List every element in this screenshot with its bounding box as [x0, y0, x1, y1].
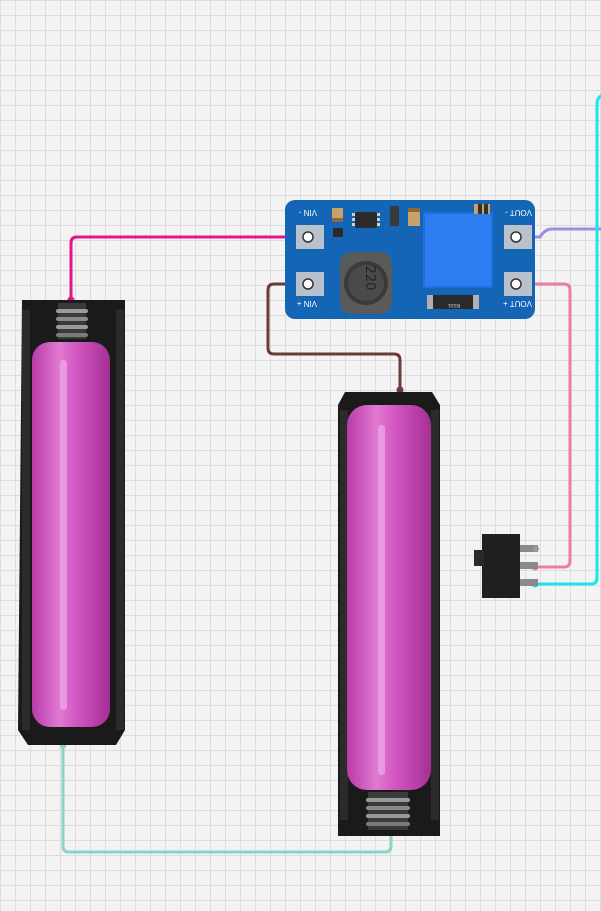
smd-resistor — [408, 208, 420, 226]
inductor: 220 — [340, 252, 392, 314]
label-vout-plus: VOUT + — [503, 299, 532, 308]
label-vin-minus: VIN - — [298, 208, 317, 217]
smd-resistor — [408, 208, 420, 212]
pin-vout-plus[interactable] — [510, 278, 522, 290]
spring-contact — [56, 303, 88, 339]
switch-lever[interactable] — [474, 550, 484, 566]
holder-side-rail — [431, 410, 439, 820]
holder-side-rail — [340, 410, 348, 820]
wire-magenta[interactable] — [69, 235, 308, 302]
slide-switch[interactable] — [474, 534, 539, 598]
battery-cell — [32, 342, 110, 727]
spring-contact — [366, 792, 410, 830]
smd-resistor — [333, 228, 343, 237]
wire-pink[interactable] — [514, 282, 572, 569]
smd-component: R331 — [427, 295, 479, 309]
wire-endpoint[interactable] — [396, 386, 404, 394]
pin-vin-minus[interactable] — [302, 231, 314, 243]
holder-side-rail — [116, 310, 124, 730]
switch-body — [482, 534, 520, 598]
label-vin-plus: VIN + — [296, 299, 317, 308]
switch-pin-bottom — [520, 579, 538, 586]
smd-capacitor — [332, 218, 343, 222]
switch-pin-top-end[interactable] — [533, 546, 539, 552]
smd-capacitor — [332, 208, 343, 222]
label-vout-minus: VOUT - — [505, 208, 532, 217]
potentiometer[interactable] — [423, 204, 493, 288]
inductor-label: 220 — [362, 266, 377, 291]
cell-highlight — [60, 360, 67, 710]
wire-purple[interactable] — [514, 227, 601, 239]
battery-cell — [347, 405, 431, 790]
wire-cyan[interactable] — [533, 94, 601, 586]
ic-chip — [352, 212, 380, 228]
cell-highlight — [378, 425, 385, 775]
pin-vin-plus[interactable] — [302, 278, 314, 290]
switch-pin-middle — [520, 562, 538, 569]
smd-resistor — [390, 206, 399, 226]
battery-holder-right[interactable] — [338, 392, 440, 836]
boost-converter-module[interactable]: VIN - VIN + VOUT - VOUT + 220 — [285, 200, 535, 319]
wire-brown[interactable] — [266, 282, 402, 392]
smd-label: R331 — [448, 302, 460, 308]
pin-vout-minus[interactable] — [510, 231, 522, 243]
wire-teal[interactable] — [61, 743, 393, 854]
switch-pin-top — [520, 545, 538, 552]
holder-side-rail — [22, 310, 30, 730]
battery-holder-left[interactable] — [18, 300, 125, 745]
